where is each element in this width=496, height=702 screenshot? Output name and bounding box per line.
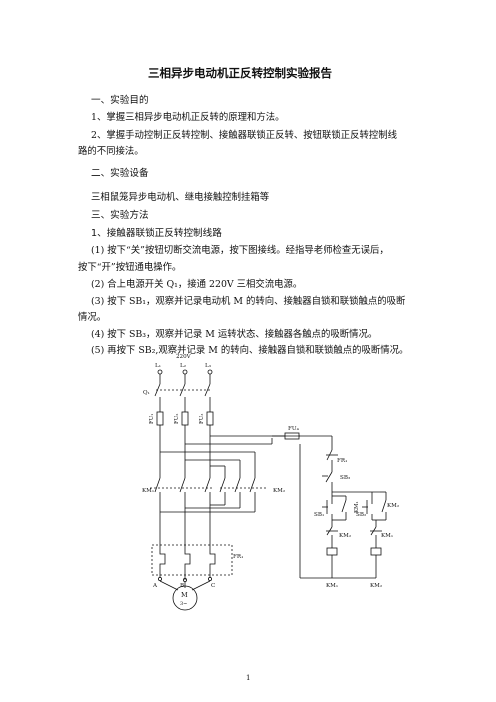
section-heading-method: 三、实验方法 xyxy=(91,210,149,221)
label-km1-interlock: KM₁ xyxy=(381,533,393,539)
step-2: (2) 合上电源开关 Q₁，接通 220V 三相交流电源。 xyxy=(91,279,303,290)
sb3-stop-button xyxy=(325,471,333,487)
page-number: 1 xyxy=(246,674,250,682)
fuse-fu2 xyxy=(181,411,189,426)
label-phase-c: C xyxy=(211,583,215,589)
terminal-b xyxy=(182,578,187,583)
label-l1: L₁ xyxy=(155,363,161,369)
label-km1-hold: KM₁ xyxy=(354,501,360,513)
km2-interlock-contact xyxy=(326,526,333,541)
km1-hold-contact xyxy=(341,499,347,520)
purpose-item-2-line-1: 2、掌握手动控制正反转控制、接触器联锁正反转、按钮联锁正反转控制线 xyxy=(91,130,397,141)
km1-contact-1 xyxy=(154,477,161,493)
step-1-line-1: (1) 按下“关”按钮切断交流电源，按下图接线。经指导老师检查无误后， xyxy=(91,245,389,256)
label-voltage: 220V xyxy=(176,354,192,360)
label-sb2: SB₂ xyxy=(356,512,366,518)
label-motor-m: M xyxy=(181,591,188,599)
step-3-line-1: (3) 按下 SB₁，观察并记录电动机 M 的转向、接触器自锁和联锁触点的吸断 xyxy=(91,296,406,307)
fuse-fu3 xyxy=(206,411,214,426)
label-coil-km2: KM₂ xyxy=(370,583,382,589)
km2-contact-1 xyxy=(219,477,226,493)
motor-symbol xyxy=(172,585,198,611)
step-4: (4) 按下 SB₃，观察并记录 M 运转状态、接触器各触点的吸断情况。 xyxy=(91,329,378,340)
terminal-l1 xyxy=(157,369,163,375)
step-3-line-2: 情况。 xyxy=(78,312,107,323)
label-km2-main: KM₂ xyxy=(273,488,285,494)
km1-contact-2 xyxy=(179,477,186,493)
coil-km1 xyxy=(326,547,338,556)
km2-contact-2 xyxy=(234,477,241,493)
label-fr1: FR₁ xyxy=(233,554,243,560)
section-heading-purpose: 一、实验目的 xyxy=(91,95,149,106)
label-motor-phase: 3~ xyxy=(180,601,187,607)
label-phase-a: A xyxy=(152,583,158,589)
label-fu3: FU₃ xyxy=(199,414,205,424)
label-fu2: FU₂ xyxy=(174,414,180,424)
step-5: (5) 再按下 SB₂,观察并记录 M 的转向、接触器自锁和联锁触点的吸断情况。 xyxy=(91,345,409,356)
label-l3: L₃ xyxy=(205,363,211,369)
coil-km2 xyxy=(370,547,382,556)
page-title: 三相异步电动机正反转控制实验报告 xyxy=(148,66,332,80)
km1-contact-3 xyxy=(204,477,211,493)
terminal-l3 xyxy=(207,369,213,375)
label-fu4: FU₄ xyxy=(288,426,300,432)
step-1-line-2: 按下“开”按钮通电操作。 xyxy=(78,262,182,273)
label-q1: Q₁ xyxy=(143,390,150,396)
q1-blade-3 xyxy=(204,383,211,397)
label-fr1-contact: FR₁ xyxy=(337,458,347,464)
equipment-list: 三相鼠笼异步电动机、继电接触控制挂箱等 xyxy=(91,192,270,203)
label-phase-b: B xyxy=(180,583,184,589)
km2-hold-contact xyxy=(381,499,387,520)
label-sb3: SB₃ xyxy=(340,475,350,481)
label-sb1: SB₁ xyxy=(314,512,324,518)
label-fu1: FU₁ xyxy=(149,414,155,424)
terminal-l2 xyxy=(182,369,188,375)
terminal-a xyxy=(157,577,162,582)
q1-blade-2 xyxy=(179,383,186,397)
km1-interlock-contact xyxy=(370,526,377,541)
purpose-item-2-line-2: 路的不同接法。 xyxy=(78,146,144,157)
km2-contact-3 xyxy=(249,477,256,493)
thermal-relay-fr1 xyxy=(151,544,233,576)
method-subheading: 1、接触器联锁正反转控制线路 xyxy=(91,228,222,239)
section-heading-equipment: 二、实验设备 xyxy=(91,168,149,179)
label-l2: L₂ xyxy=(180,363,186,369)
label-km2-interlock: KM₂ xyxy=(339,533,351,539)
purpose-item-1: 1、掌握三相异步电动机正反转的原理和方法。 xyxy=(91,112,285,123)
label-km1-main: KM₁ xyxy=(142,488,154,494)
terminal-c xyxy=(207,577,212,582)
fr1-nc-contact xyxy=(326,449,333,465)
fuse-fu1 xyxy=(156,411,164,426)
label-km2-hold: KM₂ xyxy=(387,503,399,509)
label-coil-km1: KM₁ xyxy=(326,583,338,589)
